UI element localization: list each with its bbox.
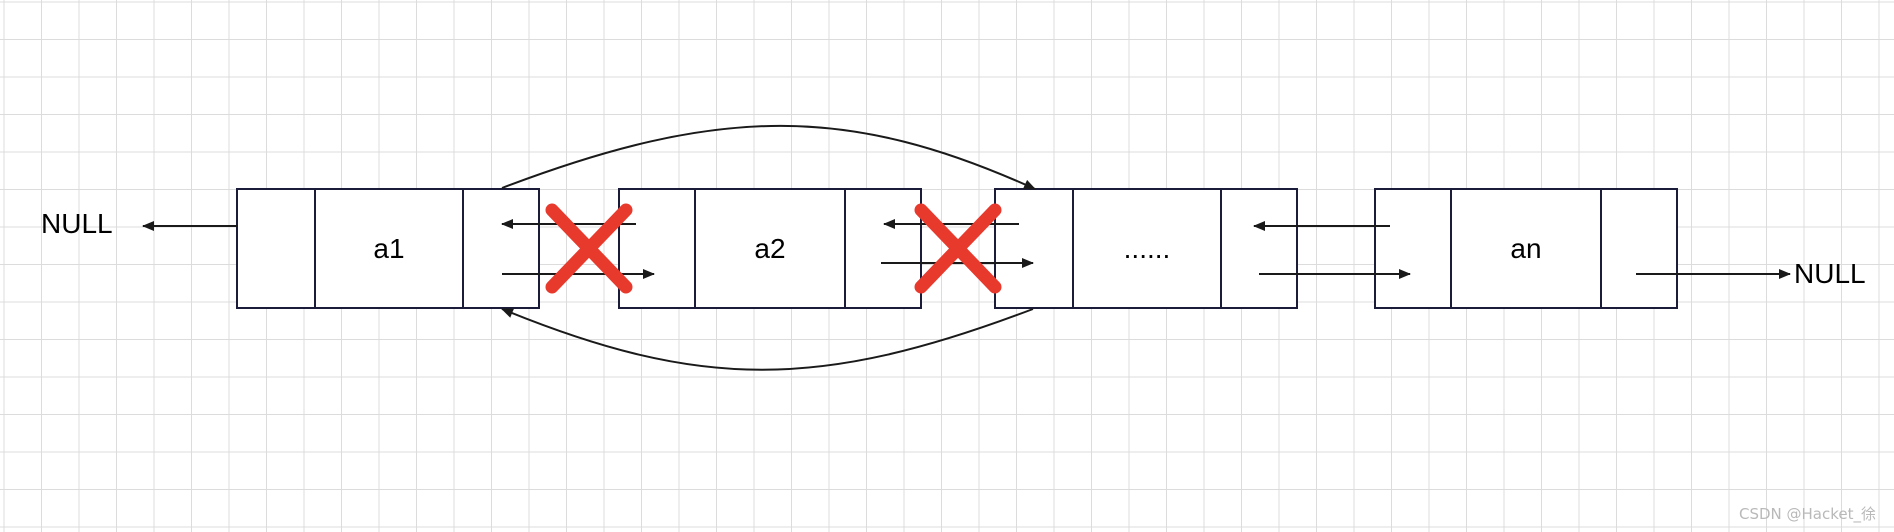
arrow-a1-next-to-middle-curve [501,124,1036,190]
node-an-label: an [1510,233,1541,264]
node-a2: a2 [618,188,922,309]
node-a2-label: a2 [754,233,785,264]
watermark: CSDN @Hacket_徐 [1739,505,1876,524]
cross-mark-right [914,203,1002,294]
node-middle-label: ...... [1124,233,1171,264]
node-middle-box [994,188,1298,309]
null-right-label: NULL [1794,258,1866,289]
node-an-box [1374,188,1678,309]
node-a1-label: a1 [373,233,404,264]
cross-mark-left [545,203,633,294]
node-a2-box [618,188,922,309]
arrow-middle-prev-to-a1-curve [501,308,1034,371]
null-left-label: NULL [41,208,113,239]
node-middle: ...... [994,188,1298,309]
node-a1-box [236,188,540,309]
node-an: an [1374,188,1678,309]
node-a1: a1 [236,188,540,309]
